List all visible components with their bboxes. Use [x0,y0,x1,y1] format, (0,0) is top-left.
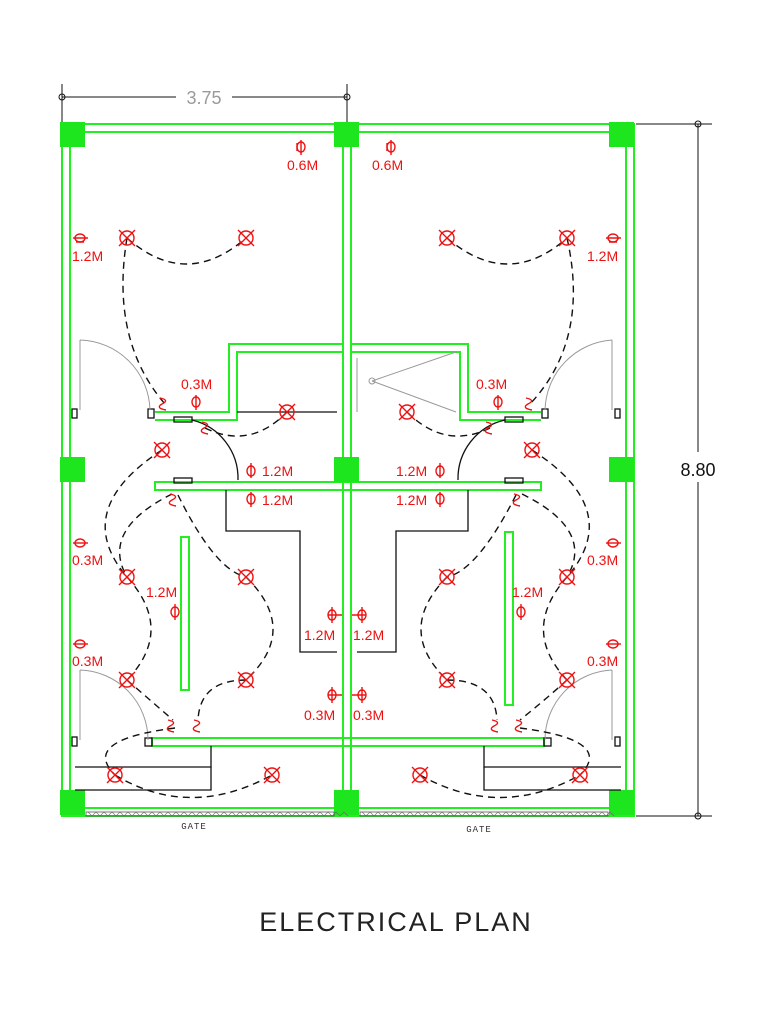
outlet-icon [352,607,367,623]
dimension-width: 3.75 [58,84,351,124]
outlet-icon [170,604,180,620]
ceiling-light-icon [278,403,296,421]
outlet-icon [73,639,88,649]
height-dimension-label: 8.80 [680,460,715,480]
ceiling-light-icon [118,671,136,689]
height-label: 0.3M [304,707,335,723]
height-label: 0.3M [587,552,618,568]
columns [60,122,634,815]
gates: GATE GATE [85,811,615,835]
height-label: 1.2M [512,584,543,600]
door-swings [79,339,613,741]
ceiling-light-icon [558,229,576,247]
switch-icon [512,493,521,507]
outlet-icon [606,538,621,548]
ceiling-light-icon [237,568,255,586]
height-label: 1.2M [72,248,103,264]
height-label: 1.2M [587,248,618,264]
switch-icon [514,719,523,733]
switch-icon [524,397,533,411]
outlet-icon [352,687,367,703]
switch-icon [200,421,209,435]
outlet-icon [435,463,445,478]
ceiling-light-icon [237,229,255,247]
outlet-icon [73,538,88,548]
gate-label: GATE [466,825,492,835]
height-label: 0.6M [287,157,318,173]
outlet-icon [493,395,503,410]
height-label: 0.3M [353,707,384,723]
height-label: 1.2M [396,463,427,479]
switch-icon [490,719,499,733]
ceiling-light-icon [438,568,456,586]
outlet-icon [73,233,88,243]
height-label: 1.2M [304,627,335,643]
ceiling-light-icon [438,671,456,689]
outlet-height-labels: 0.6M 0.6M 1.2M 1.2M 0.3M 0.3M 1.2M 1.2M … [72,157,618,723]
ceiling-light-icon [523,441,541,459]
ceiling-light-icon [558,568,576,586]
outlet-icon [191,395,201,410]
dimension-height: 8.80 [636,120,724,820]
height-label: 1.2M [396,492,427,508]
ceiling-light-icon [571,766,589,784]
ceiling-light-icon [118,229,136,247]
switches [158,397,533,733]
drawing-title: ELECTRICAL PLAN [259,907,533,937]
height-label: 0.3M [587,653,618,669]
switch-icon [168,493,177,507]
ceiling-light-icon [237,671,255,689]
ceiling-light-icon [118,568,136,586]
width-dimension-label: 3.75 [186,88,221,108]
interior-lines [71,351,621,791]
height-label: 1.2M [146,584,177,600]
ceiling-lights [106,229,589,784]
height-label: 0.6M [372,157,403,173]
switch-icon [158,397,167,411]
outlet-icon [606,233,621,243]
outlet-icon [606,639,621,649]
outlet-icon [327,607,342,623]
gate-label: GATE [181,822,207,832]
height-label: 0.3M [181,376,212,392]
height-label: 1.2M [262,463,293,479]
outlet-icon [246,492,256,507]
height-label: 0.3M [72,653,103,669]
height-label: 1.2M [262,492,293,508]
outlets [73,140,621,703]
ceiling-light-icon [263,766,281,784]
height-label: 1.2M [353,627,384,643]
outlet-icon [246,463,256,478]
ceiling-light-icon [438,229,456,247]
ceiling-light-icon [398,403,416,421]
outlet-icon [296,140,306,155]
switch-icon [484,421,493,435]
switch-icon [166,719,175,733]
height-label: 0.3M [476,376,507,392]
ceiling-light-icon [106,766,124,784]
outlet-icon [327,687,342,703]
outlet-icon [386,140,396,155]
ceiling-light-icon [153,441,171,459]
height-label: 0.3M [72,552,103,568]
switch-icon [192,719,201,733]
ceiling-light-icon [558,671,576,689]
wiring [104,237,591,799]
outlet-icon [435,492,445,507]
ceiling-light-icon [411,766,429,784]
outlet-icon [516,604,526,620]
